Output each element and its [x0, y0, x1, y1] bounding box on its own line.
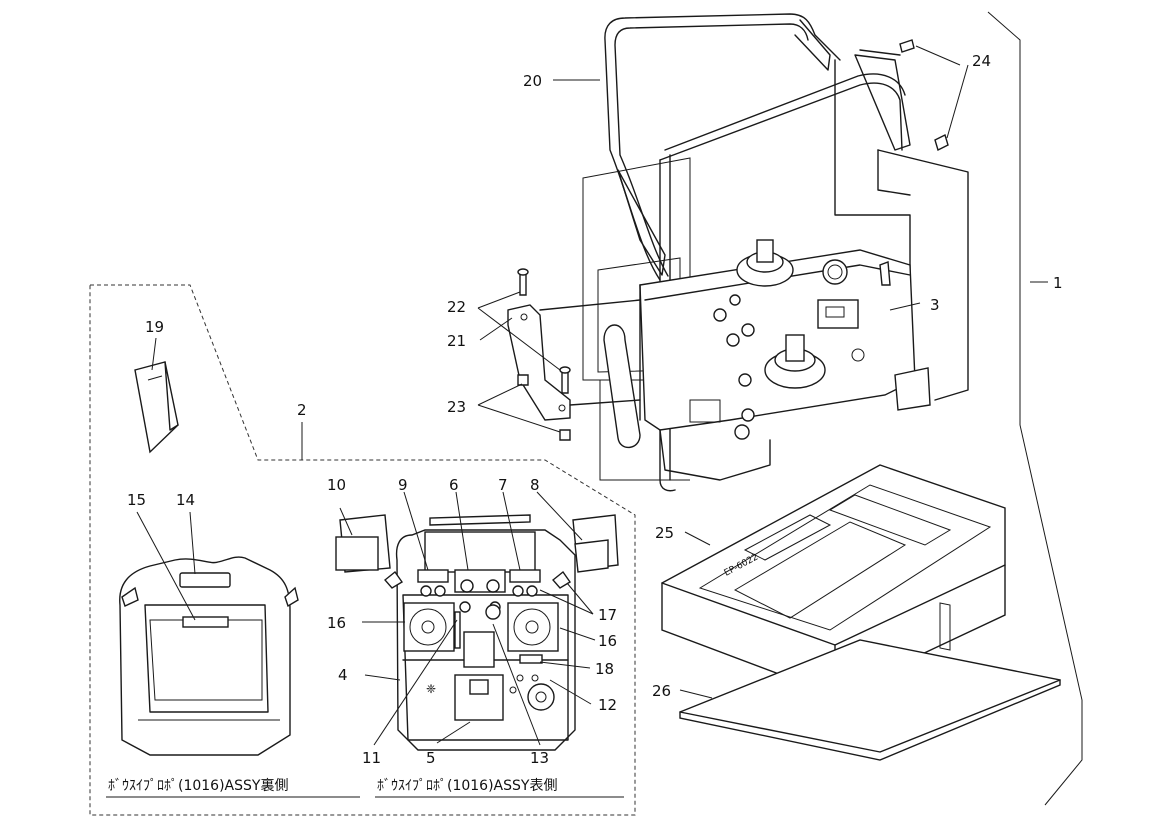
- callout-8: 8: [530, 476, 540, 494]
- assembly-1-bracket: [987, 11, 1083, 806]
- svg-text:❈: ❈: [426, 682, 436, 696]
- callout-1: 1: [1053, 274, 1063, 292]
- callout-20: 20: [523, 72, 542, 90]
- callout-19: 19: [145, 318, 164, 336]
- callout-24: 24: [972, 52, 991, 70]
- callout-10: 10: [327, 476, 346, 494]
- callout-6: 6: [449, 476, 459, 494]
- callout-5: 5: [426, 749, 436, 767]
- callout-4: 4: [338, 666, 348, 684]
- caption-front-side: ﾎﾞｳｽｲﾌﾟﾛﾎﾟ(1016)ASSY表側: [377, 778, 557, 794]
- captions: ﾎﾞｳｽｲﾌﾟﾛﾎﾟ(1016)ASSY裏側 ﾎﾞｳｽｲﾌﾟﾛﾎﾟ(1016)A…: [106, 777, 624, 798]
- screw-24-pair: [899, 39, 949, 151]
- callout-13: 13: [530, 749, 549, 767]
- manual-19: [134, 361, 179, 454]
- callout-9: 9: [398, 476, 408, 494]
- callout-11: 11: [362, 749, 381, 767]
- transmitter-back-view: [119, 556, 299, 756]
- callout-25: 25: [655, 524, 674, 542]
- callout-21: 21: [447, 332, 466, 350]
- callout-17: 17: [598, 606, 617, 624]
- callout-15: 15: [127, 491, 146, 509]
- carry-case-25: EP-6022: [661, 464, 1006, 696]
- callout-2: 2: [297, 401, 307, 419]
- caption-back-side: ﾎﾞｳｽｲﾌﾟﾛﾎﾟ(1016)ASSY裏側: [108, 777, 288, 794]
- callout-16-right: 16: [598, 632, 617, 650]
- callout-16-left: 16: [327, 614, 346, 632]
- callout-7: 7: [498, 476, 508, 494]
- base-plate-26: [679, 639, 1061, 761]
- callout-numbers: 1 2 3 4 5 6 7 8 9 10 11 12 13 14 15 16 1…: [127, 52, 1063, 767]
- callout-22: 22: [447, 298, 466, 316]
- transmitter-front-view: ❈: [335, 514, 619, 751]
- neck-strap-loop: [834, 59, 969, 401]
- callout-18: 18: [595, 660, 614, 678]
- callout-3: 3: [930, 296, 940, 314]
- transmitter-unit-3: [603, 239, 931, 481]
- callout-26: 26: [652, 682, 671, 700]
- mount-plate-21: [507, 268, 641, 441]
- callout-23: 23: [447, 398, 466, 416]
- callout-14: 14: [176, 491, 195, 509]
- leader-lines: [136, 45, 1048, 746]
- callout-12: 12: [598, 696, 617, 714]
